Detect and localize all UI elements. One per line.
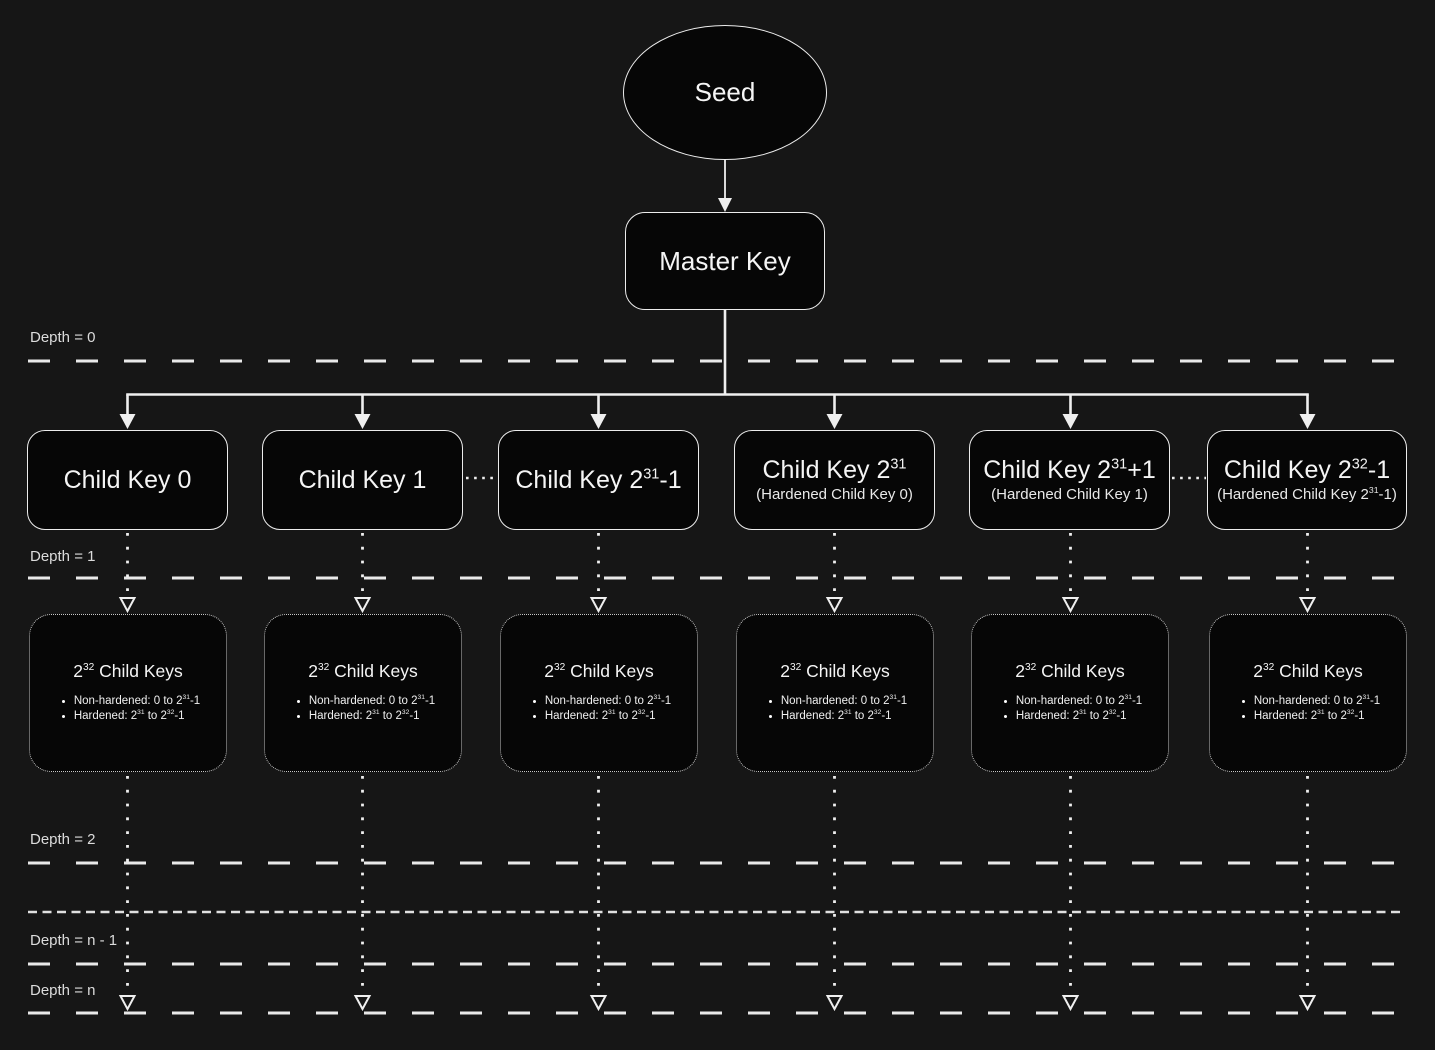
group-bullet-nonhardened: Non-hardened: 0 to 231-1: [545, 694, 671, 707]
child-key-subtitle: (Hardened Child Key 231-1): [1217, 485, 1397, 504]
master-key-node: Master Key: [625, 212, 825, 310]
group-bullet-hardened: Hardened: 231 to 232-1: [74, 709, 200, 722]
child-key-title: Child Key 231: [762, 455, 907, 484]
group-bullet-hardened: Hardened: 231 to 232-1: [309, 709, 435, 722]
child-keys-group-node-3: 232 Child Keys Non-hardened: 0 to 231-1 …: [736, 614, 934, 772]
child-key-title: Child Key 231-1: [515, 465, 682, 494]
group-to-deeper-dotted-arrows: [118, 776, 1317, 1012]
child-key-node-5: Child Key 232-1 (Hardened Child Key 231-…: [1207, 430, 1407, 530]
depth-2-label: Depth = 2: [30, 831, 96, 848]
group-title: 232 Child Keys: [780, 661, 890, 681]
child-key-title: Child Key 1: [298, 465, 427, 494]
depth-n-label: Depth = n: [30, 982, 96, 999]
depth-0-label: Depth = 0: [30, 329, 96, 346]
child-keys-group-node-5: 232 Child Keys Non-hardened: 0 to 231-1 …: [1209, 614, 1407, 772]
group-title: 232 Child Keys: [1015, 661, 1125, 681]
child-key-node-3: Child Key 231 (Hardened Child Key 0): [734, 430, 935, 530]
group-title: 232 Child Keys: [308, 661, 418, 681]
child-key-node-2: Child Key 231-1: [498, 430, 699, 530]
child-keys-group-node-2: 232 Child Keys Non-hardened: 0 to 231-1 …: [500, 614, 698, 772]
child-key-title: Child Key 231+1: [983, 455, 1156, 484]
group-bullet-nonhardened: Non-hardened: 0 to 231-1: [781, 694, 907, 707]
child-key-title: Child Key 0: [63, 465, 192, 494]
child-key-node-1: Child Key 1: [262, 430, 463, 530]
seed-to-master-arrow: [718, 160, 732, 212]
group-bullet-nonhardened: Non-hardened: 0 to 231-1: [309, 694, 435, 707]
group-title: 232 Child Keys: [1253, 661, 1363, 681]
group-title: 232 Child Keys: [73, 661, 183, 681]
depth-1-label: Depth = 1: [30, 548, 96, 565]
child-key-title: Child Key 232-1: [1223, 455, 1391, 484]
child-key-node-0: Child Key 0: [27, 430, 228, 530]
group-bullet-nonhardened: Non-hardened: 0 to 231-1: [1254, 694, 1380, 707]
child-key-subtitle: (Hardened Child Key 0): [756, 486, 913, 504]
group-bullet-hardened: Hardened: 231 to 232-1: [781, 709, 907, 722]
group-bullet-hardened: Hardened: 231 to 232-1: [545, 709, 671, 722]
group-bullet-list: Non-hardened: 0 to 231-1 Hardened: 231 t…: [1236, 692, 1380, 725]
seed-label: Seed: [694, 77, 756, 107]
master-key-label: Master Key: [659, 245, 791, 276]
child-key-subtitle: (Hardened Child Key 1): [991, 486, 1148, 504]
group-bullet-list: Non-hardened: 0 to 231-1 Hardened: 231 t…: [291, 692, 435, 725]
group-title: 232 Child Keys: [544, 661, 654, 681]
group-bullet-hardened: Hardened: 231 to 232-1: [1254, 709, 1380, 722]
child-keys-group-node-1: 232 Child Keys Non-hardened: 0 to 231-1 …: [264, 614, 462, 772]
group-bullet-hardened: Hardened: 231 to 232-1: [1016, 709, 1142, 722]
child-keys-group-node-4: 232 Child Keys Non-hardened: 0 to 231-1 …: [971, 614, 1169, 772]
group-bullet-list: Non-hardened: 0 to 231-1 Hardened: 231 t…: [56, 692, 200, 725]
master-to-children-connector: [119, 310, 1316, 429]
child-key-node-4: Child Key 231+1 (Hardened Child Key 1): [969, 430, 1170, 530]
seed-node: Seed: [623, 25, 827, 160]
group-bullet-nonhardened: Non-hardened: 0 to 231-1: [1016, 694, 1142, 707]
group-bullet-list: Non-hardened: 0 to 231-1 Hardened: 231 t…: [998, 692, 1142, 725]
child-to-group-dotted-arrows: [118, 533, 1317, 614]
group-bullet-nonhardened: Non-hardened: 0 to 231-1: [74, 694, 200, 707]
group-bullet-list: Non-hardened: 0 to 231-1 Hardened: 231 t…: [763, 692, 907, 725]
child-keys-group-node-0: 232 Child Keys Non-hardened: 0 to 231-1 …: [29, 614, 227, 772]
group-bullet-list: Non-hardened: 0 to 231-1 Hardened: 231 t…: [527, 692, 671, 725]
depth-n-1-label: Depth = n - 1: [30, 932, 118, 949]
